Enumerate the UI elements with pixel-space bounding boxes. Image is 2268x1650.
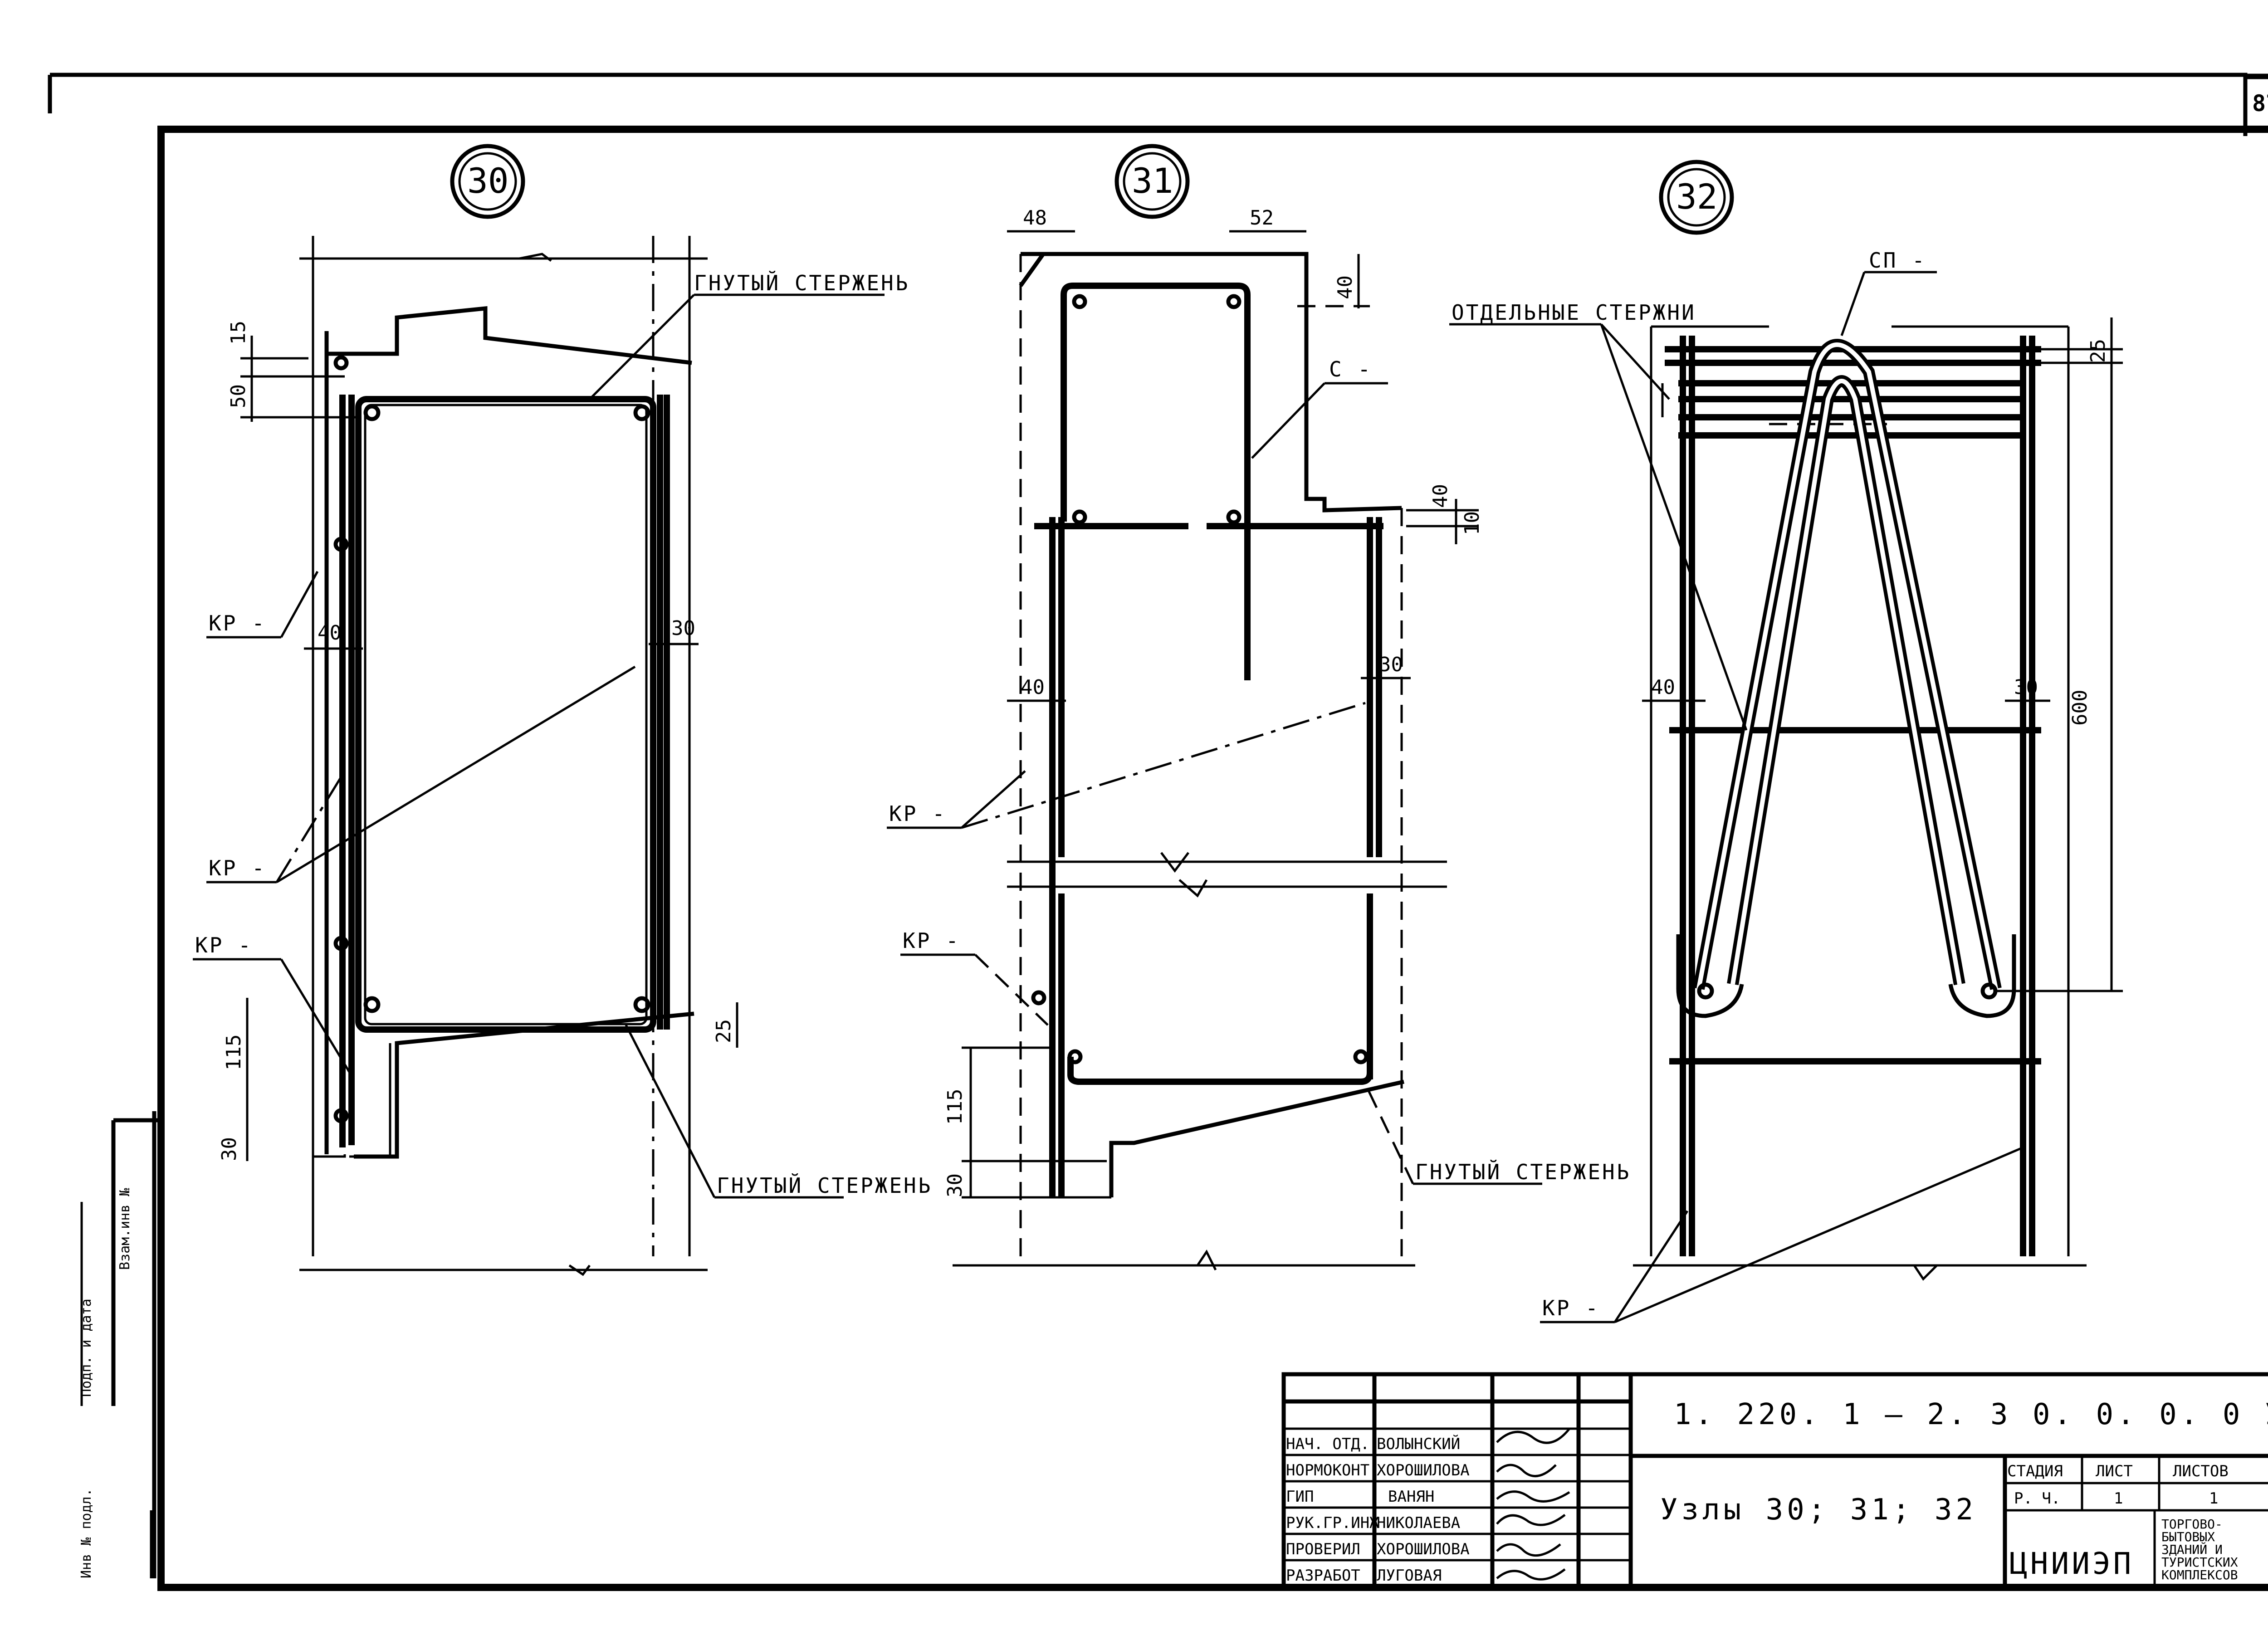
sheet-value: 1 [2114, 1489, 2123, 1508]
signature-role: ГИП [1286, 1488, 1314, 1506]
node-32: 32 СП - [1449, 160, 2123, 1323]
signature-role: НАЧ. ОТД. [1286, 1435, 1369, 1453]
node-32-dim-600: 600 [2068, 690, 2092, 726]
node-30-kr-label-3: КР - [195, 933, 253, 957]
node-32-dim-30: 30 [2014, 676, 2038, 699]
signature-row: НАЧ. ОТД. ВОЛЫНСКИЙ [1286, 1428, 1570, 1453]
node-31-marker [1114, 144, 1190, 219]
organization-subtitle-2: БЫТОВЫХ [2161, 1529, 2215, 1544]
document-code: 1. 220. 1 – 2. 3 0. 0. 0. 0 У [1674, 1398, 2268, 1431]
sheets-header: ЛИСТОВ [2173, 1462, 2229, 1480]
node-30-marker [450, 144, 525, 219]
node-31: 31 С - [887, 144, 1631, 1271]
signature-name: ВАНЯН [1388, 1488, 1434, 1506]
node-32-separate-bars-label: ОТДЕЛЬНЫЕ СТЕРЖНИ [1452, 300, 1696, 325]
node-32-sp-label: СП - [1869, 248, 1926, 273]
node-31-kr-label-2: КР - [903, 928, 960, 953]
drawing-title: Узлы 30; 31; 32 [1660, 1493, 1977, 1527]
node-31-dim-40-left: 40 [1021, 676, 1045, 699]
signature-role: РУК.ГР.ИНЖ [1286, 1514, 1379, 1532]
node-31-dim-30-bottom: 30 [943, 1173, 967, 1197]
side-stamp-text-3: Взам.инв № [117, 1188, 133, 1270]
node-32-kr-label: КР - [1542, 1296, 1600, 1320]
signature-row: РАЗРАБОТ ЛУГОВАЯ [1286, 1567, 1566, 1585]
node-30-number: 30 [467, 161, 509, 201]
node-30-dim-115: 115 [222, 1035, 245, 1070]
stage-value: Р. Ч. [2014, 1489, 2060, 1508]
organization-name: ЦНИИЭП [2009, 1546, 2134, 1581]
organization-subtitle-4: ТУРИСТСКИХ [2161, 1555, 2238, 1570]
node-31-dim-10: 10 [1461, 511, 1484, 535]
signature-role: НОРМОКОНТ [1286, 1461, 1369, 1479]
signature-name: НИКОЛАЕВА [1377, 1514, 1460, 1532]
node-30-dim-30-right: 30 [671, 617, 695, 640]
sheets-value: 1 [2209, 1489, 2218, 1508]
node-31-dim-40-right: 40 [1429, 484, 1452, 508]
node-31-kr-label-1: КР - [889, 801, 947, 826]
node-31-number: 31 [1132, 161, 1173, 201]
node-31-dim-52: 52 [1250, 206, 1274, 229]
side-stamp-text-2: Подп. и дата [78, 1299, 94, 1397]
node-30-dim-15: 15 [227, 321, 250, 345]
node-32-dim-40: 40 [1651, 676, 1675, 699]
signature-row: НОРМОКОНТ ХОРОШИЛОВА [1286, 1461, 1557, 1479]
signature-role: ПРОВЕРИЛ [1286, 1540, 1360, 1558]
side-stamp: Инв № подл. Подп. и дата Взам.инв № [78, 1111, 161, 1578]
side-stamp-text-1: Инв № подл. [78, 1488, 94, 1578]
signature-role: РАЗРАБОТ [1286, 1567, 1360, 1585]
stage-header: СТАДИЯ [2007, 1462, 2063, 1480]
node-31-c-label: С - [1329, 357, 1372, 381]
signature-row: ПРОВЕРИЛ ХОРОШИЛОВА [1286, 1540, 1561, 1558]
signature-name: ХОРОШИЛОВА [1377, 1540, 1470, 1558]
title-block: НАЧ. ОТД. ВОЛЫНСКИЙ НОРМОКОНТ ХОРОШИЛОВА… [1281, 1372, 2268, 1590]
node-30: 30 ГНУТЫЙ СТЕРЖЕНЬ [193, 144, 932, 1276]
node-30-dim-40: 40 [318, 621, 342, 644]
signature-row: РУК.ГР.ИНЖ НИКОЛАЕВА [1286, 1514, 1566, 1532]
node-30-dim-30-bottom: 30 [218, 1137, 241, 1161]
node-31-dim-48: 48 [1023, 206, 1047, 229]
node-30-dim-50: 50 [227, 384, 250, 408]
signature-name: ВОЛЫНСКИЙ [1377, 1435, 1460, 1453]
node-31-dim-115: 115 [943, 1089, 967, 1125]
node-30-dim-25: 25 [712, 1019, 735, 1043]
sheet-frame: 87 [48, 73, 2268, 1591]
node-31-dim-30-right: 30 [1379, 653, 1403, 676]
page-number: 87 [2252, 90, 2268, 117]
node-31-dim-40-top: 40 [1334, 275, 1357, 299]
node-32-marker [1659, 160, 1734, 235]
organization-subtitle-3: ЗДАНИЙ И [2161, 1542, 2223, 1557]
node-31-bent-bar-label: ГНУТЫЙ СТЕРЖЕНЬ [1415, 1160, 1631, 1184]
node-30-kr-label-2: КР - [209, 856, 266, 880]
signature-name: ЛУГОВАЯ [1377, 1567, 1442, 1585]
node-30-bent-bar-label-top: ГНУТЫЙ СТЕРЖЕНЬ [694, 271, 909, 295]
node-32-number: 32 [1676, 176, 1718, 217]
node-32-dim-25: 25 [2087, 339, 2110, 363]
signature-row: ГИП ВАНЯН [1286, 1488, 1570, 1506]
node-30-bent-bar-label-bottom: ГНУТЫЙ СТЕРЖЕНЬ [717, 1173, 932, 1198]
organization-subtitle-5: КОМПЛЕКСОВ [2161, 1567, 2238, 1582]
node-30-kr-label-1: КР - [209, 611, 266, 635]
organization-subtitle-1: ТОРГОВО- [2161, 1517, 2223, 1532]
sheet-header: ЛИСТ [2096, 1462, 2133, 1480]
signature-name: ХОРОШИЛОВА [1377, 1461, 1470, 1479]
